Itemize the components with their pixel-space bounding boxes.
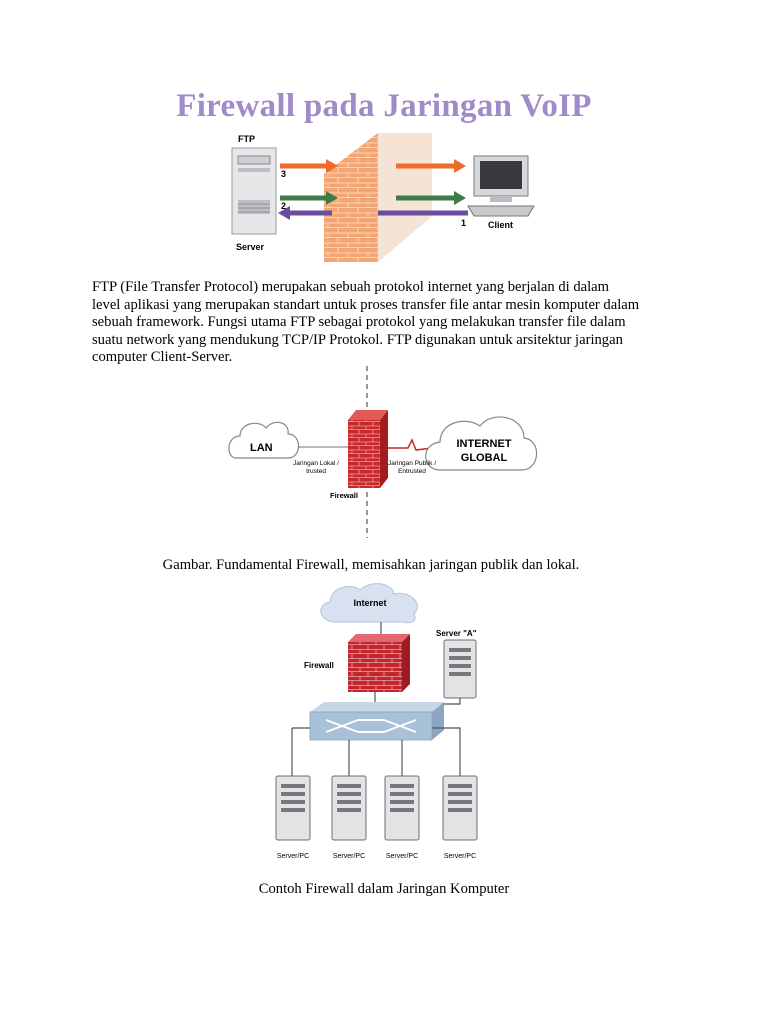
server-pc-icon <box>275 775 311 841</box>
server-pc-icon <box>384 775 420 841</box>
page-title: Firewall pada Jaringan VoIP <box>176 88 592 124</box>
pc-label: Server/PC <box>333 853 365 860</box>
fundamental-firewall-diagram: LAN Firewall INTERNET GLOBAL Jaringan Lo… <box>228 366 538 538</box>
left-network-label-line2: trusted <box>306 468 326 475</box>
pc-label: Server/PC <box>277 853 309 860</box>
ftp-label: FTP <box>238 134 255 144</box>
pc-label: Server/PC <box>386 853 418 860</box>
server-pc-icon <box>331 775 367 841</box>
firewall-label: Firewall <box>330 491 358 500</box>
paragraph-line: sebuah framework. Fungsi utama FTP sebag… <box>92 314 626 330</box>
arrow-3 <box>280 159 466 173</box>
pc-label: Server/PC <box>444 853 476 860</box>
paragraph-line: computer Client-Server. <box>92 349 233 365</box>
client-computer-icon <box>467 155 535 217</box>
internet-cloud-icon <box>425 416 538 471</box>
server-a-icon <box>443 639 477 699</box>
internet-label: Internet <box>353 598 386 608</box>
paragraph-line: suatu network yang mendukung TCP/IP Prot… <box>92 331 623 348</box>
arrow-number-1: 1 <box>461 218 466 228</box>
figure-caption-1: Gambar. Fundamental Firewall, memisahkan… <box>162 557 580 573</box>
right-network-label-line1: Jaringan Publik / <box>388 460 436 467</box>
arrow-1 <box>278 206 468 220</box>
paragraph-line: FTP (File Transfer Protocol) merupakan s… <box>92 279 610 295</box>
server-a-label: Server "A" <box>436 629 477 638</box>
arrow-number-2: 2 <box>281 201 286 211</box>
link-line <box>388 438 433 451</box>
right-network-label-line2: Entrusted <box>398 468 426 475</box>
network-switch-icon <box>309 702 444 741</box>
ftp-firewall-diagram: FTP Server 3 2 1 Client <box>231 133 535 262</box>
network-firewall-diagram: Internet Firewall Server "A" <box>275 583 478 860</box>
arrow-2 <box>280 191 466 205</box>
lan-cloud-icon <box>228 421 300 459</box>
arrow-number-3: 3 <box>281 169 286 179</box>
client-label: Client <box>488 220 513 230</box>
firewall-label: Firewall <box>304 661 334 670</box>
firewall-icon <box>348 634 410 692</box>
server-icon <box>231 147 277 235</box>
ftp-paragraph: FTP (File Transfer Protocol) merupakan s… <box>92 279 692 367</box>
internet-cloud-icon <box>320 583 418 624</box>
lan-label: LAN <box>250 442 273 454</box>
firewall-icon <box>348 410 388 488</box>
paragraph-line: level aplikasi yang merupakan standart u… <box>92 296 640 313</box>
server-pc-icon <box>442 775 478 841</box>
server-label: Server <box>236 242 265 252</box>
left-network-label-line1: Jaringan Lokal / <box>293 460 339 467</box>
figure-caption-2: Contoh Firewall dalam Jaringan Komputer <box>258 881 510 897</box>
internet-label-line2: GLOBAL <box>461 452 508 464</box>
internet-label-line1: INTERNET <box>457 438 512 450</box>
